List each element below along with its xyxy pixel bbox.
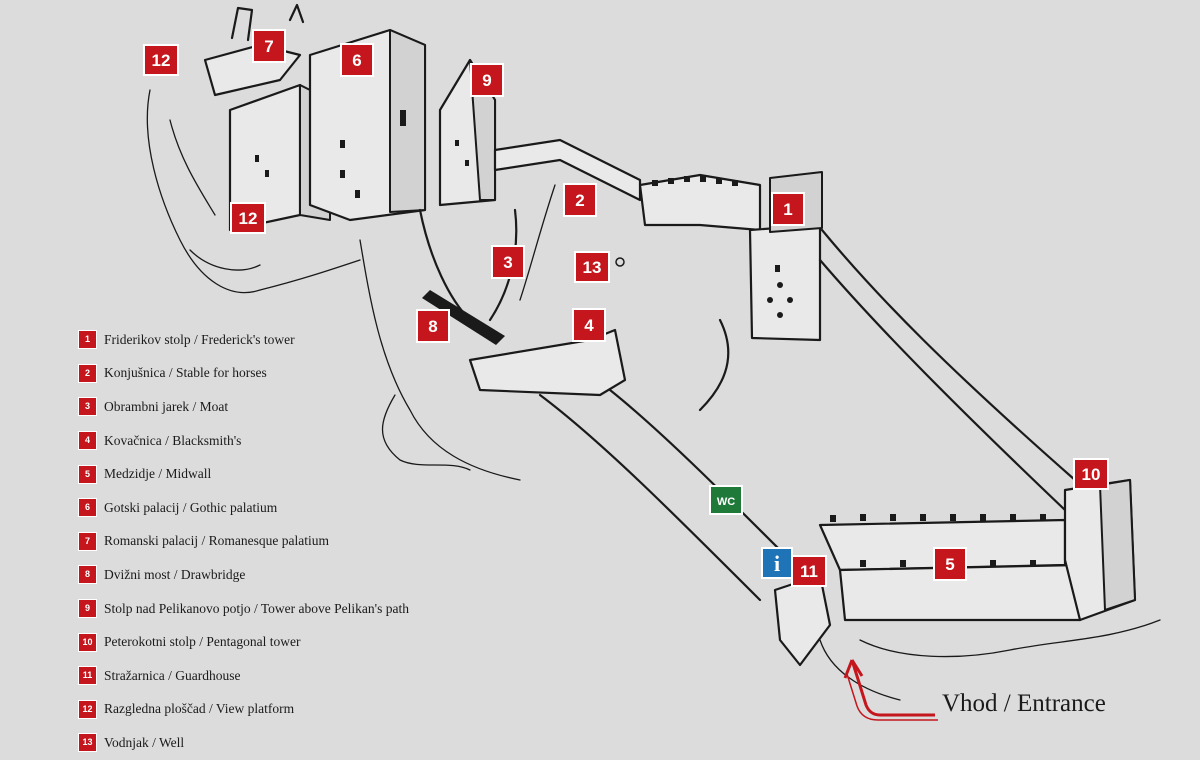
legend-item: 4 Kovačnica / Blacksmith's (78, 424, 538, 458)
info-icon: i (774, 551, 780, 576)
legend-number: 9 (78, 599, 97, 619)
legend-item: 10 Peterokotni stolp / Pentagonal tower (78, 625, 538, 659)
legend-number: 13 (78, 733, 97, 753)
legend-item: 13 Vodnjak / Well (78, 726, 538, 760)
crenellation (652, 176, 738, 186)
marker-6[interactable]: 6 (340, 43, 374, 77)
legend-label: Stolp nad Pelikanovo potjo / Tower above… (104, 600, 409, 616)
marker-6-label: 6 (352, 51, 361, 70)
legend-label: Romanski palacij / Romanesque palatium (104, 533, 329, 549)
marker-4[interactable]: 4 (572, 308, 606, 342)
legend-item: 2 Konjušnica / Stable for horses (78, 357, 538, 391)
legend-item: 9 Stolp nad Pelikanovo potjo / Tower abov… (78, 592, 538, 626)
legend-item: 11 Stražarnica / Guardhouse (78, 659, 538, 693)
marker-5-label: 5 (945, 555, 954, 574)
legend-label: Razgledna ploščad / View platform (104, 701, 295, 717)
legend-item: 8 Dvižni most / Drawbridge (78, 558, 538, 592)
legend-item: 1 Friderikov stolp / Frederick's tower (78, 323, 538, 357)
legend-number: 12 (78, 699, 97, 719)
legend-number: 8 (78, 565, 97, 585)
marker-12b[interactable]: 12 (230, 202, 266, 234)
legend-label: Friderikov stolp / Frederick's tower (104, 331, 295, 347)
marker-2[interactable]: 2 (563, 183, 597, 217)
marker-4-label: 4 (584, 316, 594, 335)
marker-9[interactable]: 9 (470, 63, 504, 97)
legend-label: Peterokotni stolp / Pentagonal tower (104, 634, 301, 650)
entrance-label: Vhod / Entrance (942, 690, 1106, 717)
legend-number: 4 (78, 431, 97, 451)
marker-11[interactable]: 11 (791, 555, 827, 587)
marker-3[interactable]: 3 (491, 245, 525, 279)
marker-12a-label: 12 (152, 51, 171, 70)
legend-number: 3 (78, 397, 97, 417)
legend-label: Vodnjak / Well (104, 734, 185, 750)
legend-item: 12 Razgledna ploščad / View platform (78, 693, 538, 727)
entrance-arrow (843, 659, 938, 721)
marker-10-label: 10 (1082, 465, 1101, 484)
crenellation (830, 514, 1046, 567)
marker-11-label: 11 (800, 562, 818, 581)
legend-label: Stražarnica / Guardhouse (104, 667, 241, 683)
marker-13-label: 13 (583, 258, 602, 277)
legend-label: Dvižni most / Drawbridge (104, 566, 246, 582)
legend-number: 2 (78, 363, 97, 383)
marker-5[interactable]: 5 (933, 547, 967, 581)
well-icon (615, 257, 625, 267)
legend-number: 11 (78, 666, 97, 686)
legend-label: Obrambni jarek / Moat (104, 398, 229, 414)
wc-icon: WC (717, 496, 735, 508)
legend-item: 3 Obrambni jarek / Moat (78, 390, 538, 424)
marker-2-label: 2 (575, 191, 584, 210)
marker-8-label: 8 (428, 317, 437, 336)
marker-1-label: 1 (783, 200, 792, 219)
wc-marker[interactable]: WC (709, 485, 743, 515)
marker-12a[interactable]: 12 (143, 44, 179, 76)
marker-1[interactable]: 1 (771, 192, 805, 226)
legend-number: 10 (78, 632, 97, 652)
legend-number: 6 (78, 498, 97, 518)
legend-number: 5 (78, 464, 97, 484)
info-marker[interactable]: i (761, 547, 793, 579)
legend-number: 1 (78, 330, 97, 350)
legend-item: 7 Romanski palacij / Romanesque palatium (78, 525, 538, 559)
legend-label: Medzidje / Midwall (104, 466, 212, 482)
marker-10[interactable]: 10 (1073, 458, 1109, 490)
marker-7-label: 7 (264, 37, 273, 56)
legend-number: 7 (78, 531, 97, 551)
marker-12b-label: 12 (239, 209, 258, 228)
marker-7[interactable]: 7 (252, 29, 286, 63)
marker-8[interactable]: 8 (416, 309, 450, 343)
legend-label: Kovačnica / Blacksmith's (104, 432, 242, 448)
marker-13[interactable]: 13 (574, 251, 610, 283)
marker-9-label: 9 (482, 71, 491, 90)
marker-3-label: 3 (503, 253, 512, 272)
legend-label: Gotski palacij / Gothic palatium (104, 499, 278, 515)
legend-item: 6 Gotski palacij / Gothic palatium (78, 491, 538, 525)
legend-label: Konjušnica / Stable for horses (104, 365, 267, 381)
legend-item: 5 Medzidje / Midwall (78, 457, 538, 491)
